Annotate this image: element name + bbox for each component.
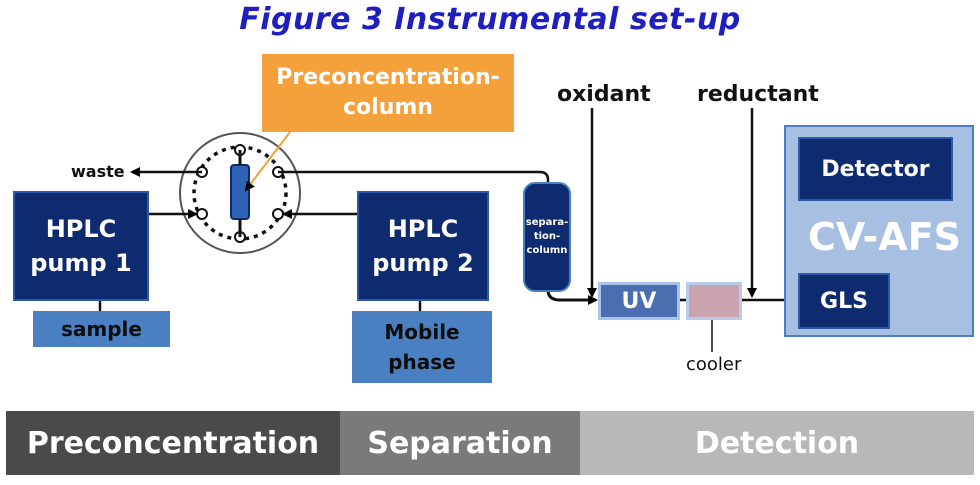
cv-afs-label: CV-AFS [808, 215, 962, 259]
detector-box: Detector [798, 137, 953, 201]
reductant-label: reductant [697, 82, 819, 107]
preconcentration-column-label: Preconcentration- column [262, 54, 514, 132]
stage-separation: Separation [340, 411, 580, 475]
cooler-box [686, 282, 742, 320]
mobile-phase-box: Mobile phase [352, 311, 492, 383]
stage-detection: Detection [580, 411, 974, 475]
stage-preconcentration: Preconcentration [6, 411, 340, 475]
figure-title: Figure 3 Instrumental set-up [239, 2, 741, 37]
waste-label: waste [71, 162, 125, 181]
hplc-pump-1: HPLC pump 1 [13, 191, 149, 301]
preconcentration-pointer [244, 131, 291, 192]
preconcentration-column-shape [230, 164, 250, 220]
gls-box: GLS [798, 273, 890, 329]
uv-box: UV [598, 282, 680, 320]
hplc-pump-2: HPLC pump 2 [357, 191, 489, 301]
separation-column: separa- tion- column [523, 182, 571, 292]
oxidant-label: oxidant [557, 82, 651, 107]
cooler-label: cooler [686, 354, 742, 375]
sample-box: sample [33, 311, 170, 347]
